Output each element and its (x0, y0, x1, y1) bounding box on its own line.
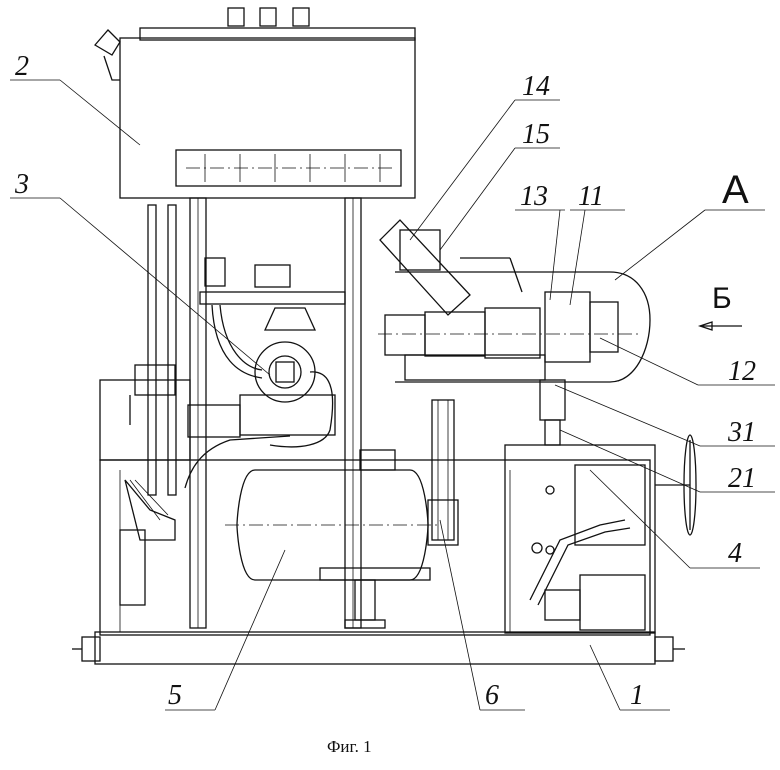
callout-11: 11 (578, 181, 604, 212)
figure-caption: Фиг. 1 (327, 737, 372, 756)
callout-14: 14 (522, 71, 550, 102)
callout-4: 4 (728, 538, 742, 569)
callout-13: 13 (520, 181, 548, 212)
left-panel (100, 365, 290, 605)
callout-1: 1 (630, 680, 644, 711)
callout-15: 15 (522, 119, 550, 150)
leader-lines (10, 80, 775, 710)
belt-drive (428, 400, 458, 545)
right-cabinet (505, 435, 696, 633)
callout-2: 2 (15, 51, 29, 82)
tank (95, 8, 415, 198)
frame-columns (148, 198, 361, 628)
callout-12: 12 (728, 356, 756, 387)
callout-31: 31 (727, 417, 756, 448)
callout-6: 6 (485, 680, 499, 711)
callout-21: 21 (728, 463, 756, 494)
callout-5: 5 (168, 680, 182, 711)
view-label-b: Б (712, 282, 732, 315)
view-label-a: А (722, 168, 749, 212)
electric-motor (225, 450, 440, 628)
spindle-assembly (378, 220, 650, 445)
callout-3: 3 (14, 169, 29, 200)
pump-assembly (188, 258, 345, 447)
